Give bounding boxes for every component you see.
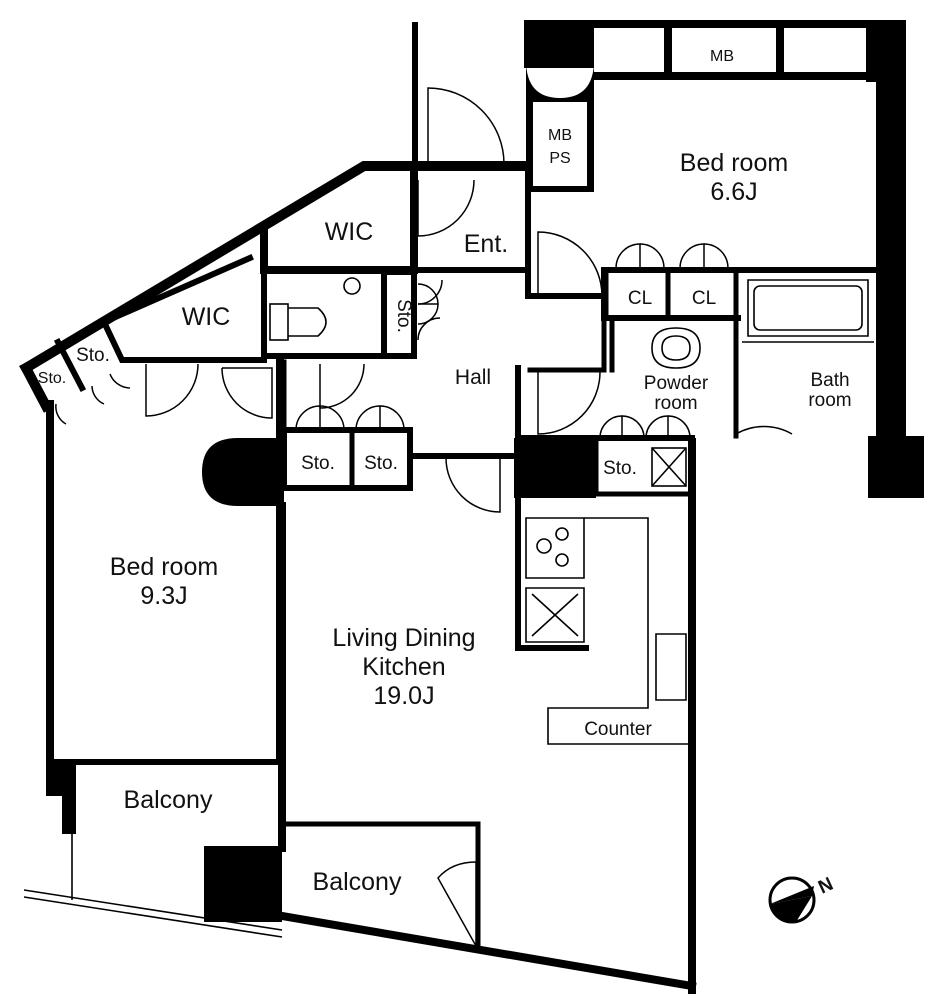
ldk-label-line1: Living Dining: [332, 624, 475, 652]
storage-hall-left-label: Sto.: [301, 453, 335, 474]
hall-label: Hall: [455, 366, 491, 389]
counter-label: Counter: [584, 719, 652, 740]
powder-room-label-line2: room: [654, 393, 697, 414]
bedroom-west-size: 9.3J: [140, 582, 187, 610]
bedroom-east-size: 6.6J: [710, 178, 757, 206]
exterior-walls: [46, 20, 924, 922]
mb-top-label: MB: [710, 48, 734, 65]
storage-x-icon: [651, 447, 687, 487]
wic-upper-label: WIC: [325, 218, 374, 246]
mb-ps-label-line1: MB: [548, 127, 572, 144]
bath-room-label-line2: room: [808, 390, 851, 411]
bedroom-east-name: Bed room: [680, 149, 788, 177]
north-mark: N: [815, 874, 836, 899]
closet-right-label: CL: [692, 288, 716, 309]
closet-left-label: CL: [628, 288, 652, 309]
storage-west-a-label: Sto.: [76, 345, 110, 366]
mb-ps-label-line2: PS: [549, 150, 570, 167]
storage-vertical-label: Sto.: [393, 299, 414, 333]
toilet-icon: [269, 277, 361, 341]
compass-icon: [768, 876, 816, 924]
ldk-label-line2: Kitchen: [362, 653, 445, 681]
wic-lower-label: WIC: [182, 303, 231, 331]
storage-west-b-label: Sto.: [38, 370, 66, 387]
interior-walls: [19, 161, 877, 994]
bathtub-icon: [753, 285, 863, 331]
washbasin-icon: [651, 327, 701, 369]
stove-icon: [536, 527, 569, 567]
powder-room-label-line1: Powder: [644, 373, 709, 394]
doors: [55, 87, 793, 949]
ldk-size: 19.0J: [373, 682, 434, 710]
storage-kitchen-label: Sto.: [603, 458, 637, 479]
bath-room-label-line1: Bath: [810, 370, 849, 391]
sink-icon: [531, 593, 579, 637]
storage-hall-right-label: Sto.: [364, 453, 398, 474]
column-balcony: [204, 846, 282, 922]
bedroom-west-name: Bed room: [110, 553, 218, 581]
column-half-round: [202, 438, 282, 506]
balcony-west-label: Balcony: [124, 786, 213, 814]
column-kitchen: [514, 438, 596, 498]
column-east: [868, 436, 924, 498]
column-top-right: [866, 20, 906, 82]
room-labels: MB MB PS Bed room 6.6J WIC Ent. WIC Sto.…: [38, 48, 852, 899]
entrance-label: Ent.: [464, 230, 508, 258]
column-top-left: [524, 20, 594, 68]
east-wall: [876, 80, 906, 440]
balcony-south-label: Balcony: [313, 868, 402, 896]
